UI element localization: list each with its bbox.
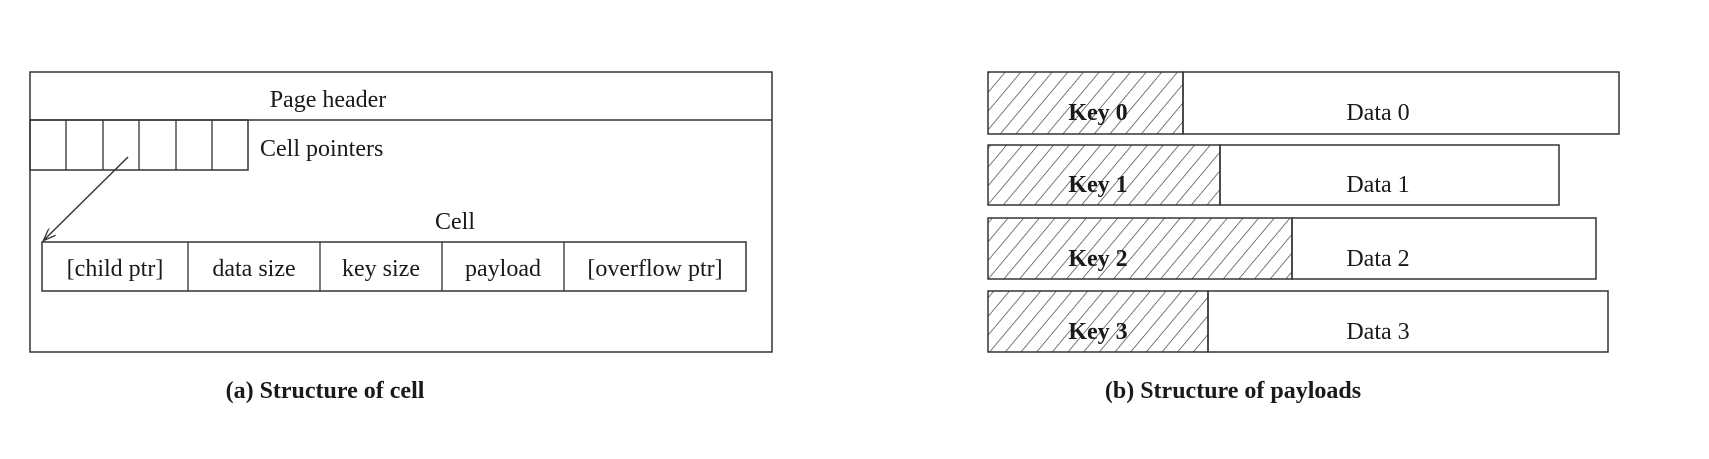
caption-a: (a) Structure of cell	[226, 378, 425, 404]
data-block	[1291, 217, 1597, 280]
data-label: Data 0	[1346, 100, 1409, 126]
key-block	[987, 71, 1184, 135]
key-block	[987, 217, 1293, 280]
payload-row: Key 1 Data 1	[987, 144, 1560, 206]
data-block	[1182, 71, 1620, 135]
page-header-label: Page header	[270, 87, 387, 113]
field-payload: payload	[465, 256, 541, 282]
page-frame	[29, 71, 773, 353]
cell-fields: [child ptr] data size key size payload […	[41, 241, 747, 292]
key-label: Key 3	[1068, 319, 1127, 345]
field-overflow-ptr: [overflow ptr]	[587, 256, 722, 282]
data-label: Data 2	[1346, 246, 1409, 272]
caption-b: (b) Structure of payloads	[1105, 378, 1361, 404]
payload-row: Key 3 Data 3	[987, 290, 1609, 353]
data-block	[1207, 290, 1609, 353]
payload-row: Key 2 Data 2	[987, 217, 1597, 280]
field-data-size: data size	[212, 256, 295, 282]
key-label: Key 2	[1068, 246, 1127, 272]
data-label: Data 3	[1346, 319, 1409, 345]
cell-pointer-array	[29, 119, 249, 171]
cell-pointers-label: Cell pointers	[260, 136, 383, 162]
payload-structure-diagram: Key 0 Data 0 Key 1 Data 1 Key 2 Data 2 K…	[987, 71, 1620, 404]
cell-label: Cell	[435, 209, 475, 235]
field-key-size: key size	[342, 256, 420, 282]
data-label: Data 1	[1346, 172, 1409, 198]
key-label: Key 1	[1068, 172, 1127, 198]
field-child-ptr: [child ptr]	[67, 256, 164, 282]
data-block	[1219, 144, 1560, 206]
payload-row: Key 0 Data 0	[987, 71, 1620, 135]
key-block	[987, 290, 1209, 353]
pointer-arrow	[44, 156, 129, 240]
cell-structure-diagram: Page header Cell pointers Cell [child pt…	[29, 71, 773, 404]
key-label: Key 0	[1068, 100, 1127, 126]
